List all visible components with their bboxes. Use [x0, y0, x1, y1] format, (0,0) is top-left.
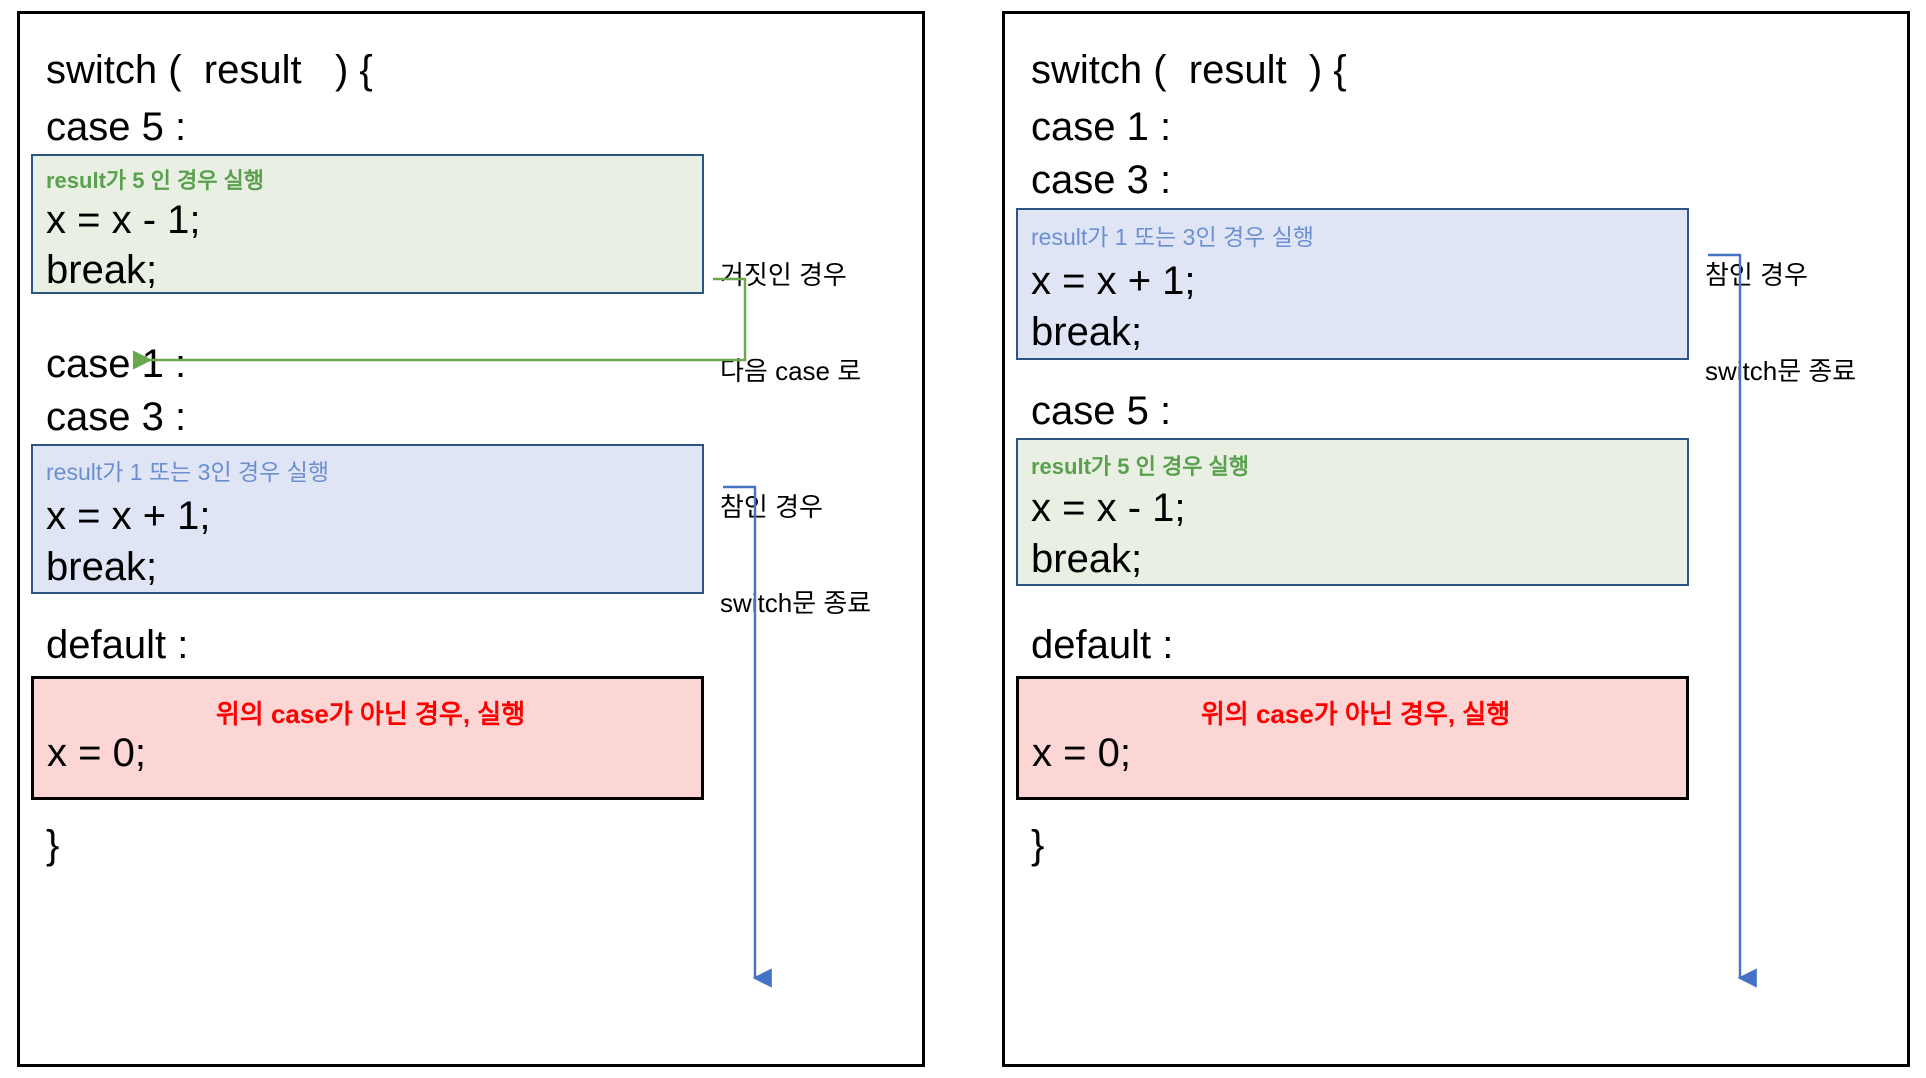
case-note-blue-right: result가 1 또는 3인 경우 실행 [1031, 224, 1315, 250]
default-block-pink-left: 위의 case가 아닌 경우, 실행 x = 0; [31, 676, 704, 800]
annotation-true-branch-right-line2: switch문 종료 [1705, 355, 1857, 386]
annotation-true-branch-right: 참인 경우 switch문 종료 [1705, 197, 1856, 451]
annotation-true-branch-left: 참인 경우 switch문 종료 [720, 429, 871, 683]
case-statement-green-left: x = x - 1; [46, 198, 201, 242]
case-label-1-right: case 1 : [1031, 105, 1172, 149]
switch-footer-right: } [1031, 823, 1045, 867]
case-break-green-right: break; [1031, 537, 1143, 581]
case-block-green-left: result가 5 인 경우 실행 x = x - 1; break; [31, 154, 704, 294]
case-label-5-left: case 5 : [46, 105, 187, 149]
case-statement-green-right: x = x - 1; [1031, 486, 1186, 530]
default-statement-right: x = 0; [1032, 731, 1131, 775]
default-block-pink-right: 위의 case가 아닌 경우, 실행 x = 0; [1016, 676, 1689, 800]
annotation-false-branch-left: 거짓인 경우 다음 case 로 [720, 197, 861, 451]
case-block-blue-right: result가 1 또는 3인 경우 실행 x = x + 1; break; [1016, 208, 1689, 360]
annotation-true-branch-line1: 참인 경우 [720, 492, 823, 523]
case-label-3-left: case 3 : [46, 395, 187, 439]
switch-header-right: switch ( result ) { [1031, 48, 1347, 92]
case-note-green-left: result가 5 인 경우 실행 [46, 168, 265, 193]
switch-footer-left: } [46, 823, 60, 867]
case-break-blue-right: break; [1031, 310, 1143, 354]
annotation-false-branch-line2: 다음 case 로 [720, 355, 862, 386]
default-label-right: default : [1031, 623, 1174, 667]
case-note-blue-left: result가 1 또는 3인 경우 실행 [46, 459, 330, 485]
case-label-5-right: case 5 : [1031, 389, 1172, 433]
annotation-true-branch-line2: switch문 종료 [720, 587, 872, 618]
default-note-right: 위의 case가 아닌 경우, 실행 [1200, 699, 1511, 729]
case-label-1-left: case 1 : [46, 342, 187, 386]
default-statement-left: x = 0; [47, 731, 146, 775]
annotation-true-branch-right-line1: 참인 경우 [1705, 260, 1808, 291]
case-break-blue-left: break; [46, 545, 158, 589]
annotation-false-branch-line1: 거짓인 경우 [720, 260, 847, 291]
case-note-green-right: result가 5 인 경우 실행 [1031, 454, 1250, 479]
panel-right: switch ( result ) { case 1 : case 3 : re… [1002, 11, 1910, 1067]
case-statement-blue-left: x = x + 1; [46, 494, 211, 538]
panel-left: switch ( result ) { case 5 : result가 5 인… [17, 11, 925, 1067]
switch-header-left: switch ( result ) { [46, 48, 373, 92]
case-label-3-right: case 3 : [1031, 158, 1172, 202]
case-break-green-left: break; [46, 248, 158, 292]
default-label-left: default : [46, 623, 189, 667]
case-block-green-right: result가 5 인 경우 실행 x = x - 1; break; [1016, 438, 1689, 586]
case-statement-blue-right: x = x + 1; [1031, 259, 1196, 303]
default-note-left: 위의 case가 아닌 경우, 실행 [215, 699, 526, 729]
case-block-blue-left: result가 1 또는 3인 경우 실행 x = x + 1; break; [31, 444, 704, 594]
